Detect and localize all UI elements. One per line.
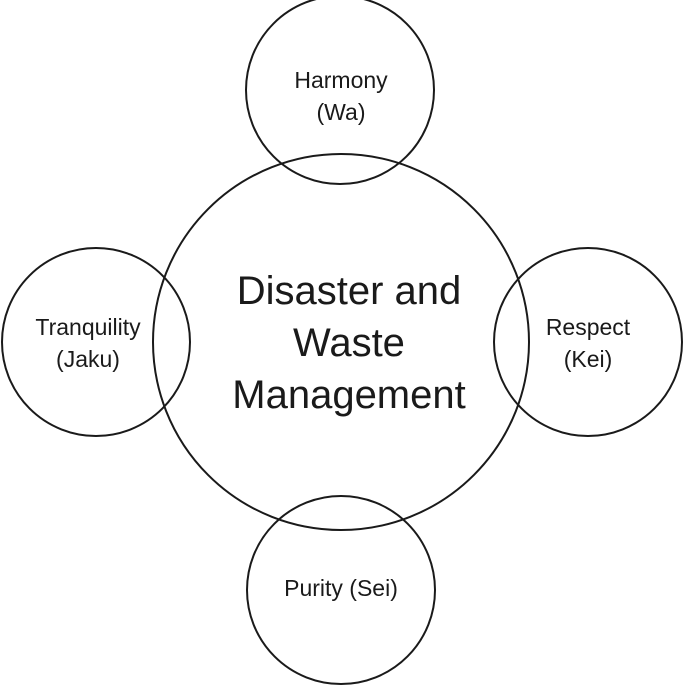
center-circle xyxy=(152,153,530,531)
center-label-line-3: Management xyxy=(232,373,466,417)
right-circle xyxy=(493,247,683,437)
top-circle xyxy=(245,0,435,185)
center-label-line-2: Waste xyxy=(293,321,405,365)
bottom-circle xyxy=(246,495,436,685)
center-label-line-1: Disaster and xyxy=(236,269,462,313)
left-label: Tranquility (Jaku) xyxy=(35,311,140,375)
left-label-line-2: (Jaku) xyxy=(56,346,120,372)
right-label: Respect (Kei) xyxy=(546,311,630,375)
top-label: Harmony (Wa) xyxy=(294,64,387,128)
right-label-line-2: (Kei) xyxy=(563,346,613,372)
right-label-line-1: Respect xyxy=(545,314,631,340)
center-label: Disaster and Waste Management xyxy=(232,265,465,421)
bottom-label: Purity (Sei) xyxy=(284,572,398,604)
left-circle xyxy=(1,247,191,437)
top-label-line-1: Harmony xyxy=(294,67,388,93)
top-label-line-2: (Wa) xyxy=(316,99,366,125)
left-label-line-1: Tranquility xyxy=(35,314,141,340)
bottom-label-line-1: Purity (Sei) xyxy=(284,575,398,601)
